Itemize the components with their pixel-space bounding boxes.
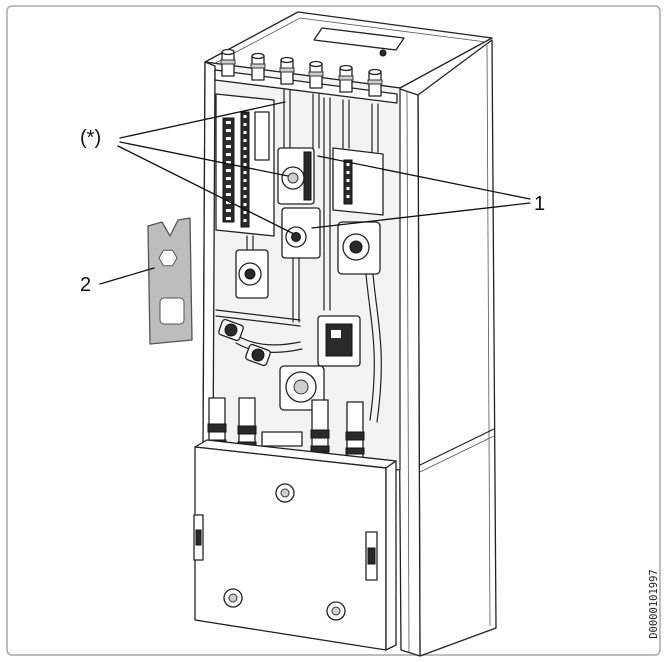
bottom-pipe-band [345, 447, 365, 455]
gasket-plate [147, 217, 193, 345]
bottom-pipe-band [207, 423, 227, 433]
bottom-pipe-connection [310, 399, 330, 464]
pressure-sensor-box [317, 315, 361, 367]
side-panel [417, 39, 497, 657]
leader-line [119, 141, 289, 177]
hose-fitting-right [245, 343, 271, 367]
flow-sensor [279, 365, 325, 411]
front-frame-left [202, 61, 216, 453]
leader-line [119, 101, 286, 139]
cover-screw-slot [331, 606, 341, 616]
mixing-valve-hub [244, 268, 256, 280]
cover-screw [223, 588, 243, 608]
fitting-nut [224, 323, 238, 337]
pipe-stub-end [221, 48, 235, 56]
circulation-pump-right [337, 221, 381, 275]
side-panel-edge [486, 44, 491, 627]
bottom-pipe-band [237, 425, 257, 435]
callout-label-asterisk: (*) [80, 127, 101, 149]
leader-line [99, 267, 155, 285]
gasket-hex-hole [158, 249, 178, 267]
top-label-plate [313, 27, 405, 51]
pump-hub [287, 172, 299, 184]
front-frame-strip-edge [406, 91, 410, 653]
pipe-stub-nut [250, 63, 266, 69]
sensor-box-inner [325, 323, 353, 357]
circulation-pump-upper [277, 147, 315, 205]
terminal-strip [240, 111, 250, 228]
sensor-box-window [331, 330, 341, 338]
bottom-pipe-band [310, 429, 330, 439]
callout-label-1: 1 [534, 193, 545, 215]
callout-asterisk: (*) [80, 101, 295, 235]
pump-hub [291, 232, 301, 242]
pipe-connection [367, 68, 383, 97]
bottom-pipe-band [345, 431, 365, 441]
pipe-stub-nut [220, 59, 236, 65]
leader-line [317, 155, 531, 200]
flow-sensor-hub [293, 379, 309, 395]
pipe-connection [338, 64, 354, 93]
hose-assembly [215, 309, 303, 367]
latch-tab [367, 547, 376, 565]
fitting-nut [251, 348, 265, 362]
pipe-connection [220, 48, 236, 77]
cover-screw-slot [228, 593, 238, 603]
lower-cover [193, 439, 397, 651]
base-rail [261, 431, 303, 447]
callout-2: 2 [80, 267, 155, 296]
hose [215, 309, 301, 321]
pipe-stub-nut [308, 71, 324, 77]
cabinet-top-rim [209, 17, 487, 67]
pipe-connection [250, 52, 266, 81]
leader-line [311, 202, 531, 229]
side-panel-seam [419, 428, 495, 466]
insulation-gasket [147, 217, 193, 345]
cover-latch-left [193, 514, 204, 561]
hose-fitting-left [218, 318, 244, 342]
top-screw [379, 49, 387, 57]
pipe-stub-end [251, 52, 265, 60]
pipe-stub-end [368, 68, 382, 76]
hose [215, 315, 301, 327]
cover-screw-slot [280, 488, 290, 498]
pipe-stub-nut [338, 75, 354, 81]
side-panel-seam-inner [419, 435, 495, 473]
pipe-stub-end [339, 64, 353, 72]
control-board [215, 93, 275, 237]
circulation-pump-lower [281, 207, 321, 259]
pipe-curved [372, 273, 382, 423]
pipe-stub-end [280, 56, 294, 64]
pipe-connection [308, 60, 324, 89]
figure-frame [6, 5, 661, 656]
callout-1: 1 [311, 155, 545, 229]
lower-cover-side [385, 460, 397, 651]
leader-line [117, 145, 295, 235]
pump-hub [349, 240, 363, 254]
indoor-unit [193, 11, 497, 657]
relay-board-plate [332, 147, 384, 216]
bottom-pipe-band [310, 445, 330, 453]
latch-tab [195, 529, 202, 546]
pipe-stub-end [309, 60, 323, 68]
pipe-stub-nut [279, 67, 295, 73]
relay-board [332, 147, 384, 216]
pipe-stub-nut [367, 79, 383, 85]
document-code: D0000101997 [648, 569, 660, 639]
pipe-connection [279, 56, 295, 85]
cover-screw [326, 601, 346, 621]
pump-connector [303, 151, 312, 201]
cover-latch-right [365, 531, 378, 581]
mixing-valve [235, 249, 269, 299]
callout-label-2: 2 [80, 274, 91, 296]
pipe-curved [365, 273, 375, 421]
internal-pipes [246, 89, 382, 423]
lower-cover-front [194, 446, 387, 651]
gasket-square-hole [159, 297, 185, 325]
board-label [254, 111, 270, 161]
cover-screw [275, 483, 295, 503]
hose-curved [237, 335, 301, 346]
